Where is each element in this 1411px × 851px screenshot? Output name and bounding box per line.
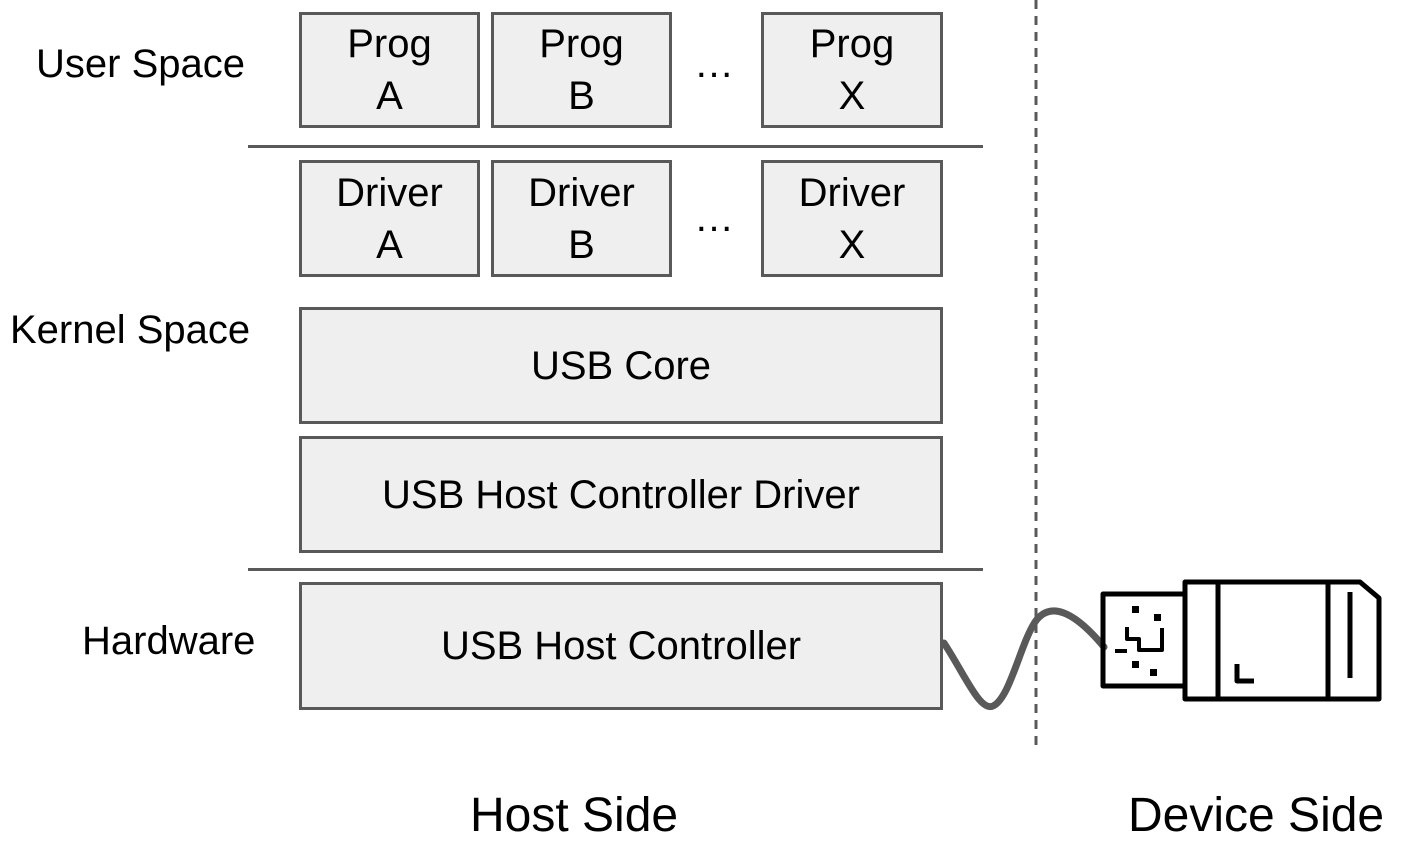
layer-label-user-space: User Space: [36, 42, 245, 86]
usb-host-controller-driver-label: USB Host Controller Driver: [382, 472, 860, 517]
usb-flash-drive-icon: [1100, 579, 1382, 702]
driver-a-line1: Driver: [336, 170, 443, 215]
usb-cable: [940, 607, 1108, 711]
driver-b-line2: B: [568, 222, 595, 267]
program-a-line1: Prog: [347, 22, 432, 66]
driver-a-line2: A: [376, 222, 403, 267]
program-box-x: Prog X: [761, 12, 943, 128]
usb-core-label: USB Core: [530, 343, 712, 388]
driver-box-b: Driver B: [491, 160, 672, 277]
driver-x-line2: X: [838, 222, 866, 267]
program-x-line2: X: [838, 74, 866, 118]
host-side-label: Host Side: [470, 789, 679, 842]
usb-host-controller-driver-box: USB Host Controller Driver: [299, 436, 943, 553]
program-box-b: Prog B: [491, 12, 672, 128]
layer-label-hardware: Hardware: [82, 619, 256, 663]
layer-label-kernel-space: Kernel Space: [10, 308, 251, 352]
program-box-a: Prog A: [299, 12, 480, 128]
driver-b-line1: Driver: [528, 170, 635, 215]
separator-user-kernel: [248, 145, 983, 148]
usb-plug-contacts: [1132, 606, 1161, 676]
program-b-line1: Prog: [539, 22, 624, 66]
program-ellipsis: …: [694, 42, 734, 86]
device-side-label: Device Side: [1128, 789, 1385, 842]
driver-box-x: Driver X: [761, 160, 943, 277]
program-a-line2: A: [376, 74, 403, 118]
driver-box-a: Driver A: [299, 160, 480, 277]
program-b-line2: B: [568, 74, 595, 118]
separator-kernel-hardware: [248, 568, 983, 571]
driver-ellipsis: …: [694, 196, 734, 240]
program-x-line1: Prog: [809, 22, 895, 66]
usb-host-controller-box: USB Host Controller: [299, 582, 943, 710]
usb-host-controller-label: USB Host Controller: [440, 624, 802, 668]
driver-x-line1: Driver: [798, 170, 906, 215]
usb-core-box: USB Core: [299, 307, 943, 424]
